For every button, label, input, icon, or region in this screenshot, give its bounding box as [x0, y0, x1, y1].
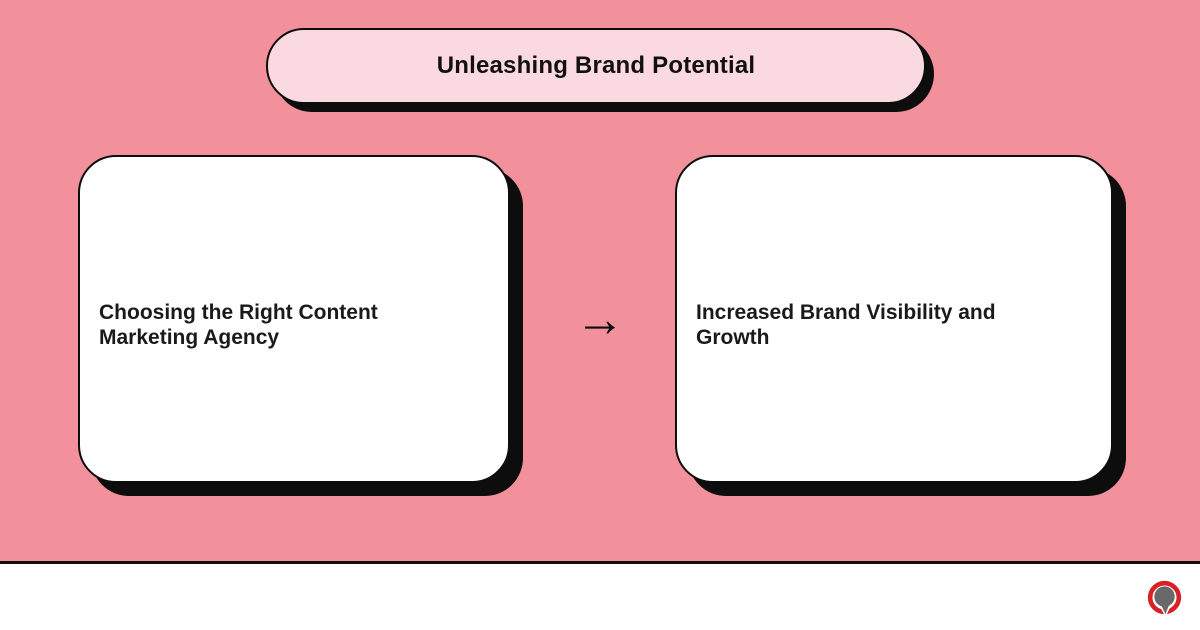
right-arrow-icon: → [575, 291, 625, 347]
flow-card-cause-label: Choosing the Right Content Marketing Age… [99, 301, 378, 349]
speech-bubble-logo-icon [1147, 580, 1182, 616]
page-title: Unleashing Brand Potential [436, 52, 756, 79]
flow-card-cause: Choosing the Right Content Marketing Age… [78, 155, 510, 483]
flow-card-effect: Increased Brand Visibility and Growth [675, 155, 1113, 483]
brand-logo [1146, 579, 1183, 616]
title-pill: Unleashing Brand Potential [266, 28, 926, 104]
flow-card-effect-label: Increased Brand Visibility and Growth [696, 301, 996, 349]
footer-bar [0, 561, 1200, 630]
